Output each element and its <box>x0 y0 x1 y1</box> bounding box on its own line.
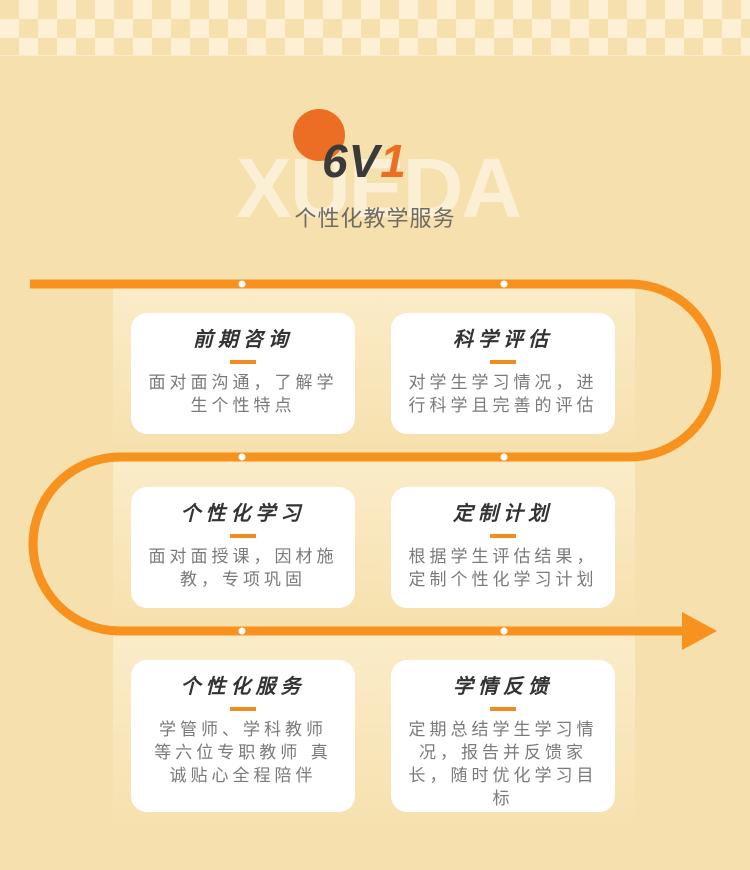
arrow-head-icon <box>682 612 717 650</box>
logo-accent: 1 <box>380 135 407 187</box>
title-underline <box>490 360 516 364</box>
step-title: 个性化学习 <box>180 501 306 525</box>
title-underline <box>230 707 256 711</box>
step-card: 科学评估对学生学习情况，进行科学且完善的评估 <box>391 313 615 434</box>
step-desc: 对学生学习情况，进行科学且完善的评估 <box>408 373 598 416</box>
step-desc: 根据学生评估结果，定制个性化学习计划 <box>408 547 598 590</box>
step-card: 学情反馈定期总结学生学习情况，报告并反馈家长，随时优化学习目标 <box>391 660 615 812</box>
checker-pattern-banner <box>0 0 750 56</box>
step-desc: 面对面授课，因材施教，专项巩固 <box>148 547 338 590</box>
logo-orange-circle <box>293 109 345 161</box>
logo-text: 6V <box>322 135 381 187</box>
step-title: 个性化服务 <box>180 674 306 698</box>
step-desc: 定期总结学生学习情况，报告并反馈家长，随时优化学习目标 <box>408 720 598 809</box>
logo: 6V1 <box>322 134 407 188</box>
step-desc: 面对面沟通，了解学生个性特点 <box>148 373 338 416</box>
title-underline <box>230 534 256 538</box>
step-card: 前期咨询面对面沟通，了解学生个性特点 <box>131 313 355 434</box>
step-title: 前期咨询 <box>193 327 293 351</box>
step-card: 个性化服务学管师、学科教师 等六位专职教师 真诚贴心全程陪伴 <box>131 660 355 812</box>
step-card: 定制计划根据学生评估结果，定制个性化学习计划 <box>391 487 615 608</box>
step-card: 个性化学习面对面授课，因材施教，专项巩固 <box>131 487 355 608</box>
title-underline <box>490 534 516 538</box>
title-underline <box>490 707 516 711</box>
step-title: 定制计划 <box>453 501 553 525</box>
step-desc: 学管师、学科教师 等六位专职教师 真诚贴心全程陪伴 <box>154 720 332 786</box>
step-title: 科学评估 <box>453 327 553 351</box>
watermark: XUEDA <box>236 141 522 235</box>
step-title: 学情反馈 <box>453 674 553 698</box>
title-underline <box>230 360 256 364</box>
page-subtitle: 个性化教学服务 <box>294 207 456 232</box>
